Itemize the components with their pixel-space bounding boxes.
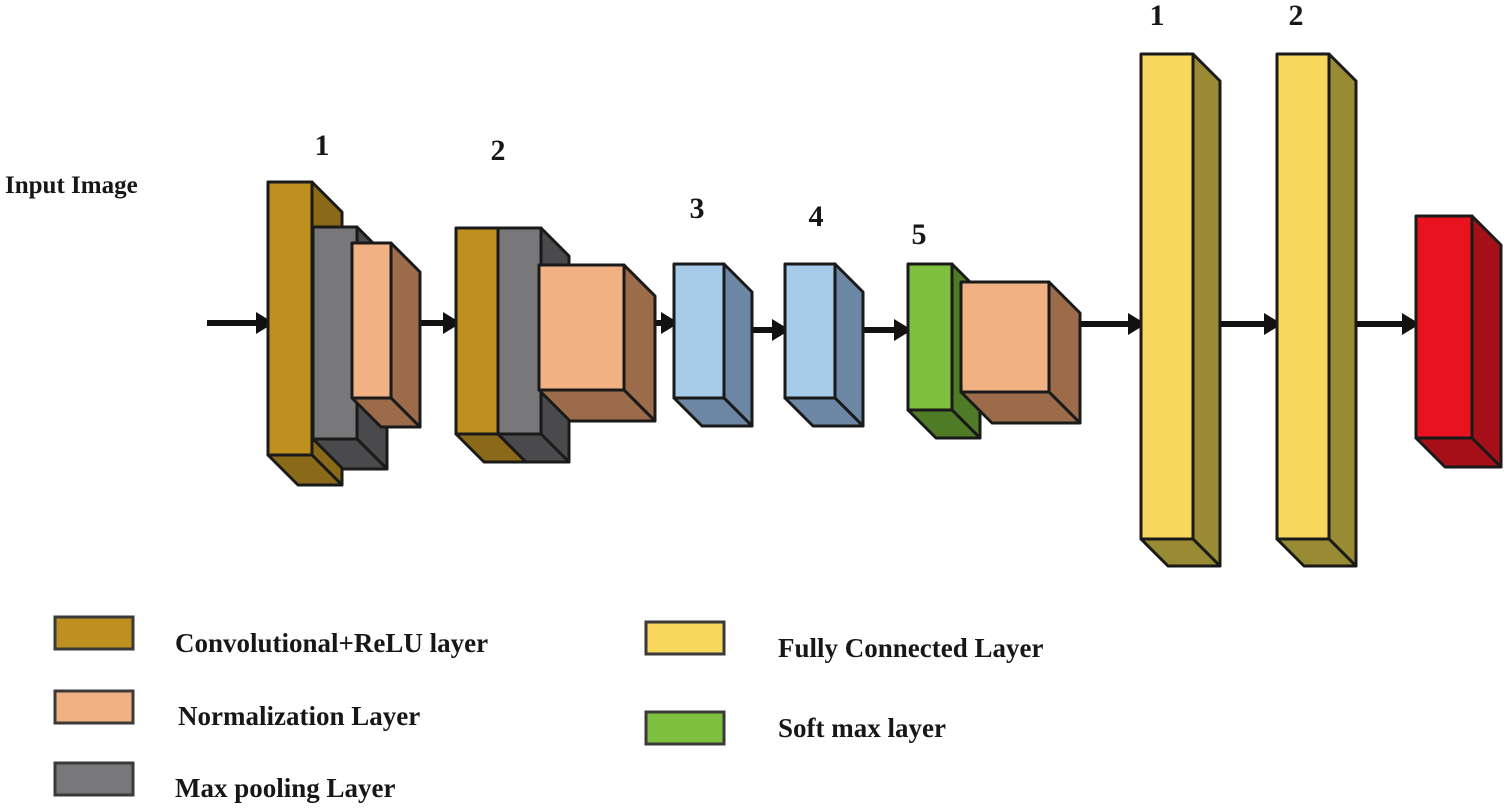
legend-item: Normalization Layer (53, 689, 420, 731)
stage-conv-block-1 (266, 180, 422, 487)
legend-label: Convolutional+ReLU layer (175, 628, 488, 658)
legend-item: Max pooling Layer (53, 761, 396, 803)
stage-conv-block-4 (783, 262, 865, 428)
stage-conv-block-3 (672, 262, 754, 428)
legend-item: Convolutional+ReLU layer (53, 615, 488, 658)
stage-fully-connected-1 (1139, 52, 1222, 568)
network-stages (266, 52, 1503, 568)
legend-item: Soft max layer (644, 710, 946, 746)
input-image-label: Input Image (5, 172, 138, 199)
stage-number-label: 3 (690, 192, 705, 225)
stage-fully-connected-2 (1275, 52, 1358, 568)
legend-item: Fully Connected Layer (644, 620, 1043, 663)
legend-swatch (53, 761, 135, 797)
layer-box-convolutional-relu (672, 262, 754, 428)
layer-box-output (1414, 214, 1503, 469)
layer-box-normalization (959, 280, 1082, 425)
arrow-input (207, 312, 274, 334)
layer-box-fully-connected (1275, 52, 1358, 568)
layer-box-convolutional-relu (783, 262, 865, 428)
legend-label: Soft max layer (778, 713, 946, 743)
legend-label: Fully Connected Layer (778, 633, 1043, 663)
legend-swatch (644, 710, 726, 746)
stage-output-layer (1414, 214, 1503, 469)
layer-box-fully-connected (1139, 52, 1222, 568)
legend-swatch (53, 689, 135, 725)
stage-number-labels: 1 2 3 4 5 1 2 (315, 0, 1304, 251)
stage-conv-block-2 (454, 226, 657, 464)
stage-number-label: 4 (809, 200, 824, 233)
stage-number-label: 5 (912, 218, 927, 251)
stage-number-label: 2 (491, 134, 506, 167)
layer-box-normalization (537, 263, 657, 423)
stage-softmax-block-5 (906, 262, 1082, 440)
stage-number-label: 1 (1150, 0, 1165, 32)
legend-label: Max pooling Layer (175, 773, 396, 803)
legend-swatch (644, 620, 726, 656)
stage-number-label: 1 (315, 129, 330, 162)
legend-swatch (53, 615, 135, 651)
legend-label: Normalization Layer (178, 701, 420, 731)
stage-number-label: 2 (1289, 0, 1304, 32)
layer-box-normalization (350, 241, 422, 429)
